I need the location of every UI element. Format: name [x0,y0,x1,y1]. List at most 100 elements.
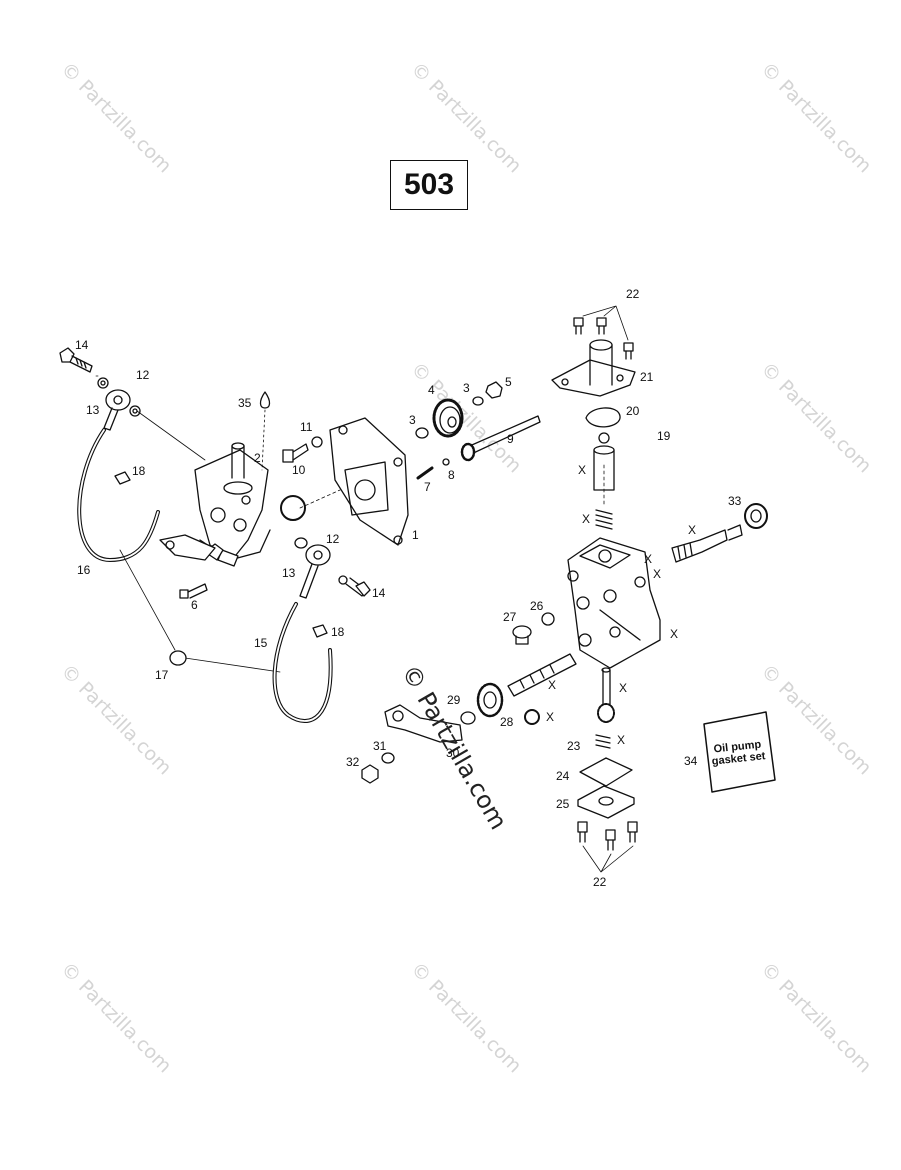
callout-30: 30 [446,746,460,760]
callout-14-mid: 14 [372,586,386,600]
callout-13: 13 [86,403,100,417]
callout-9: 9 [507,432,514,446]
screws-22-bottom [577,821,638,851]
washer-29 [460,711,476,725]
washer-11 [311,436,323,448]
gasket-set-packet-34 [703,711,776,793]
callout-6: 6 [191,598,198,612]
pump-housing-21 [551,339,636,397]
engine-code-box: 503 [390,160,468,210]
o-ring [280,495,306,521]
callout-15: 15 [254,636,268,650]
grommet-17 [169,650,187,666]
drive-gear-4 [432,398,464,438]
relief-valve [671,524,743,563]
callout-19: 19 [657,429,671,443]
screw-10 [282,443,309,463]
callout-5: 5 [505,375,512,389]
washer-31 [381,752,395,764]
banjo-fitting-13-top [103,389,131,431]
callout-31: 31 [373,739,387,753]
callout-3: 3 [409,413,416,427]
callout-10: 10 [292,463,306,477]
callout-12: 12 [136,368,150,382]
x-marker: X [653,567,662,581]
callout-21: 21 [640,370,654,384]
callout-1: 1 [412,528,419,542]
washer-3-b [472,396,484,406]
pin-7 [416,466,434,480]
sealant-drop-35 [259,391,271,409]
callout-26: 26 [530,599,544,613]
washer-8 [442,458,450,466]
ball-19 [598,432,610,444]
callout-18: 18 [132,464,146,478]
spring [595,509,613,530]
x-marker: X [670,627,679,641]
callout-35: 35 [238,396,252,410]
pump-shaft-9 [460,415,541,462]
x-marker: X [578,463,587,477]
seal-33 [744,503,768,529]
callout-29: 29 [447,693,461,707]
callout-34: 34 [684,754,698,768]
nut-32 [361,764,379,784]
callout-23: 23 [567,739,581,753]
washer-12-top-b [129,405,141,417]
gear-28 [476,682,504,718]
main-pump-housing [567,537,661,669]
washer-26 [541,612,555,626]
x-marker: X [548,678,557,692]
callout-17: 17 [155,668,169,682]
pump-cover-1 [329,417,409,546]
washer-12-top-a [97,377,109,389]
screws-22-top [573,317,634,360]
pump-lever [159,534,216,561]
x-marker: X [582,512,591,526]
callout-2: 2 [254,451,261,465]
callout-27: 27 [503,610,517,624]
callout-25: 25 [556,797,570,811]
banjo-fitting-13-mid [299,544,331,599]
seal [524,709,540,725]
washer-3-a [415,427,429,439]
nut-5 [485,381,503,399]
callout-32: 32 [346,755,360,769]
hose-clip-18-mid [312,624,328,638]
callout-24: 24 [556,769,570,783]
oil-hose-15 [272,602,333,724]
hose-clip-18-top [114,471,131,485]
callout-18-mid: 18 [331,625,345,639]
x-marker: X [688,523,697,537]
callout-7: 7 [424,480,431,494]
spring-23 [595,734,611,749]
plug-27 [512,625,532,645]
washer-12-mid [294,537,308,549]
screw-6 [179,583,208,599]
callout-22-top: 22 [626,287,640,301]
callout-12-mid: 12 [326,532,340,546]
callout-4: 4 [428,383,435,397]
x-marker: X [644,552,653,566]
cover-25 [577,785,635,819]
callout-14: 14 [75,338,89,352]
control-lever-30 [384,704,463,743]
callout-28: 28 [500,715,514,729]
callout-13-mid: 13 [282,566,296,580]
gasket-24 [579,757,633,787]
x-marker: X [617,733,626,747]
callout-16: 16 [77,563,91,577]
gasket-20 [585,407,621,428]
banjo-bolt-14-top [59,347,93,373]
x-marker: X [546,710,555,724]
callout-3-b: 3 [463,381,470,395]
banjo-bolt-14-mid [338,575,371,597]
callout-20: 20 [626,404,640,418]
callout-22-bottom: 22 [593,875,607,889]
x-marker: X [619,681,628,695]
drive-shaft [507,653,577,697]
callout-8: 8 [448,468,455,482]
callout-33: 33 [728,494,742,508]
